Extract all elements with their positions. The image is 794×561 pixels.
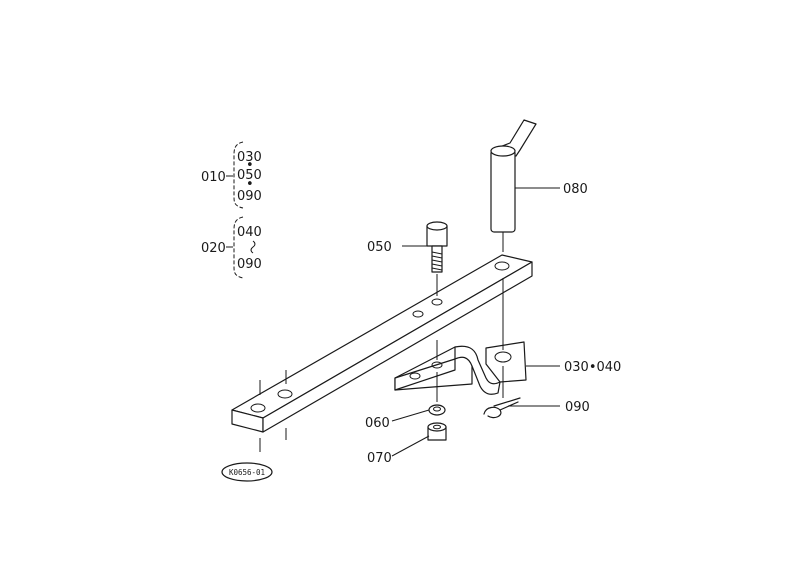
- drawbar-hole: [494, 261, 510, 271]
- callout-090: 090: [565, 400, 590, 415]
- group-020-legend: 020 040 090: [201, 216, 262, 279]
- hitch-pin: [490, 119, 537, 252]
- figure-code: K0656-01: [229, 468, 265, 477]
- callout-030-040: 030•040: [564, 360, 621, 375]
- washer: [428, 404, 446, 416]
- group-010-item-3: 090: [237, 189, 262, 204]
- clip-pin: [483, 397, 521, 419]
- bracket-hole: [431, 361, 443, 369]
- nut: [427, 422, 447, 441]
- callout-060: 060: [365, 416, 390, 431]
- drawbar-hole: [431, 298, 443, 306]
- group-010-item-2: 050: [237, 168, 262, 183]
- drawbar: [231, 254, 533, 452]
- group-020-code: 020: [201, 241, 226, 256]
- callout-050: 050: [367, 240, 392, 255]
- group-010-code: 010: [201, 170, 226, 185]
- svg-text:•: •: [246, 158, 254, 173]
- group-010-legend: 010 030 • 050 • 090: [201, 141, 262, 209]
- callout-080: 080: [563, 182, 588, 197]
- drawbar-hole: [250, 403, 266, 413]
- offset-bracket: [394, 278, 527, 402]
- bracket-hole: [409, 372, 421, 380]
- group-020-item-2: 090: [237, 257, 262, 272]
- drawbar-hole: [412, 310, 424, 318]
- bracket-hole: [494, 351, 512, 363]
- svg-text:•: •: [246, 177, 254, 192]
- bolt: [426, 221, 448, 296]
- group-010-item-1: 030: [237, 150, 262, 165]
- drawbar-hole: [277, 389, 293, 399]
- group-020-item-1: 040: [237, 225, 262, 240]
- figure-code-badge: K0656-01: [221, 462, 273, 482]
- callout-070: 070: [367, 451, 392, 466]
